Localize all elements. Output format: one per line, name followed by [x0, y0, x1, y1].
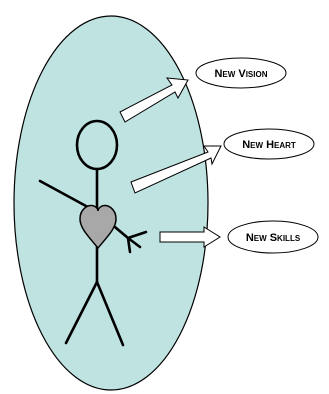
label-heart: New Heart: [242, 139, 296, 151]
label-bubble-heart: New Heart: [224, 129, 314, 159]
label-bubble-vision: New Vision: [196, 58, 286, 88]
background-oval: [14, 16, 208, 390]
label-vision: New Vision: [214, 68, 267, 80]
label-skills: New Skills: [246, 232, 301, 244]
label-bubble-skills: New Skills: [228, 221, 318, 253]
